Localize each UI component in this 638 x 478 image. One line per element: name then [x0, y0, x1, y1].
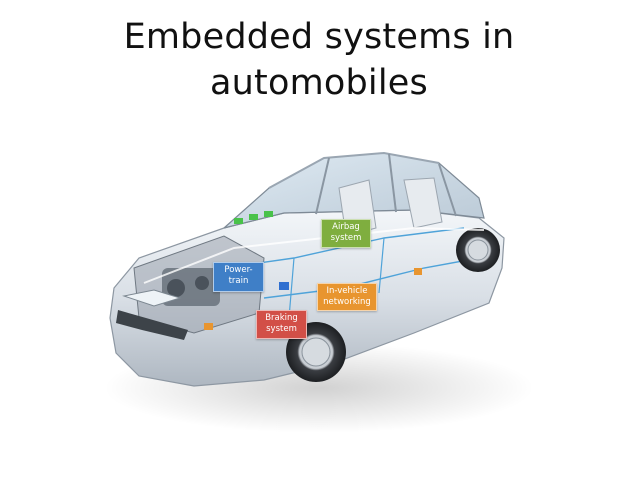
- roof-line: [268, 151, 440, 189]
- title-line-1: Embedded systems in: [123, 17, 515, 57]
- rear-seat: [403, 177, 443, 229]
- label-line: Power-: [224, 265, 253, 275]
- ecu-module: [204, 323, 213, 330]
- network-wiring: [378, 237, 385, 294]
- title-line-2: automobiles: [210, 63, 428, 103]
- b-pillar: [388, 153, 397, 213]
- label-line: In-vehicle: [326, 286, 368, 296]
- network-wiring: [288, 257, 295, 319]
- label-line: system: [330, 233, 362, 243]
- engine-part: [195, 276, 209, 290]
- ecu-module: [279, 282, 289, 290]
- airbag-module: [264, 211, 273, 217]
- headlight: [122, 289, 182, 307]
- label-in-vehicle-networking: In-vehicle networking: [317, 283, 377, 311]
- front-grille: [116, 310, 188, 340]
- c-pillar: [438, 163, 457, 217]
- engine-part: [167, 279, 185, 297]
- label-braking-system: Braking system: [256, 310, 307, 339]
- rear-wheel-rim: [467, 239, 489, 261]
- network-wiring: [263, 257, 480, 299]
- label-line: system: [266, 324, 297, 334]
- label-line: train: [228, 276, 249, 286]
- slide-title: Embedded systems in automobiles: [0, 14, 638, 106]
- a-pillar: [315, 157, 330, 215]
- airbag-module: [234, 218, 243, 224]
- car-drawing: [104, 151, 534, 433]
- label-line: Braking: [265, 313, 298, 323]
- front-wheel-rim: [301, 337, 331, 367]
- label-powertrain: Power- train: [213, 262, 264, 292]
- car-cutaway-illustration: Airbag system Power- train In-vehicle ne…: [84, 118, 544, 448]
- airbag-module: [249, 214, 258, 220]
- ecu-module: [414, 268, 422, 275]
- label-airbag-system: Airbag system: [321, 219, 371, 248]
- label-line: Airbag: [332, 222, 360, 232]
- label-line: networking: [323, 297, 371, 307]
